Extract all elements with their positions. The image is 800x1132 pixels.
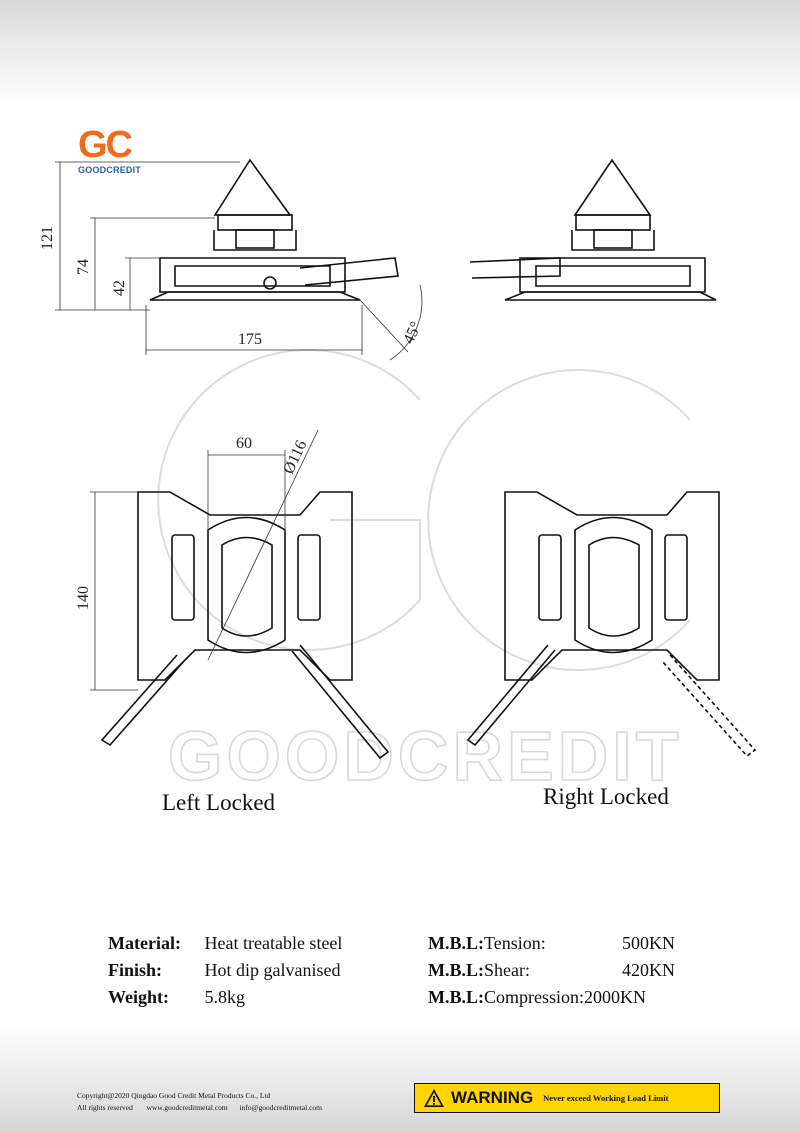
spec-value: Hot dip galvanised (204, 960, 341, 980)
footer-links: All rights reserved www.goodcreditmetal.… (77, 1102, 322, 1114)
handle-left (299, 257, 399, 286)
watermark-g-shape (157, 349, 421, 651)
spec-value: 420KN (622, 960, 675, 980)
ext-line-45 (359, 299, 409, 353)
footer-website[interactable]: www.goodcreditmetal.com (146, 1103, 228, 1112)
grunge-bottom-texture (0, 1022, 800, 1132)
pin-left (263, 276, 277, 290)
spec-label: Compression: (484, 987, 585, 1007)
neck-right (571, 230, 655, 251)
top-dimensions-left (90, 429, 319, 691)
dim-label-height-mid: 74 (75, 259, 92, 275)
dim-label-top-height: 140 (75, 586, 92, 610)
spec-row-material: Material: Heat treatable steel (108, 930, 342, 957)
handle-right-a (466, 644, 556, 747)
specs-left: Material: Heat treatable steel Finish: H… (108, 930, 342, 1011)
dim-label-top-width: 60 (236, 435, 252, 452)
warning-banner: WARNING Never exceed Working Load Limit (414, 1083, 720, 1113)
handle-right (469, 257, 561, 279)
side-view-left (149, 158, 399, 301)
logo-mark: GC (78, 124, 133, 166)
footer: Copyright@2020 Qingdao Good Credit Metal… (77, 1090, 322, 1114)
warning-title: WARNING (451, 1088, 534, 1107)
dim-label-angle: 45° (400, 319, 425, 346)
body-left (159, 257, 346, 293)
base-plate-right (504, 291, 717, 301)
spec-key: Finish: (108, 960, 163, 980)
spec-key: M.B.L: (428, 987, 484, 1007)
spec-value: 500KN (622, 933, 675, 953)
handle-right-b (661, 654, 757, 758)
slot-left-b (297, 534, 321, 621)
footer-email[interactable]: info@goodcreditmetal.com (239, 1103, 322, 1112)
base-plate-left (149, 291, 361, 301)
top-view-left (100, 491, 390, 760)
cone-left (213, 158, 292, 216)
grunge-top-texture (0, 0, 800, 110)
logo-name: GOODCREDIT (78, 165, 142, 175)
spec-label: Shear: (484, 960, 530, 980)
cone-top-right (574, 516, 653, 654)
handle-left-a (100, 654, 186, 747)
spec-key: Material: (108, 933, 181, 953)
watermark-name: GOODCREDIT (168, 717, 682, 795)
neck-window-left (235, 229, 275, 249)
footer-copyright: Copyright@2020 Qingdao Good Credit Metal… (77, 1091, 271, 1100)
spec-row-weight: Weight: 5.8kg (108, 984, 342, 1011)
spec-row-compression: M.B.L:Compression:2000KN (428, 984, 646, 1011)
handle-left-b (291, 644, 390, 760)
dim-line-diameter (207, 429, 319, 661)
body-right (519, 257, 706, 293)
spec-label: Tension: (484, 933, 546, 953)
dim-label-width: 175 (238, 331, 262, 348)
side-dimensions (55, 161, 423, 361)
slot-right-b (664, 534, 688, 621)
spec-key: Weight: (108, 987, 169, 1007)
spec-value: 5.8kg (204, 987, 246, 1007)
cone-inner-right (588, 536, 640, 637)
neck-left (213, 230, 297, 251)
cone-collar-left (217, 214, 293, 231)
frame-left (137, 491, 353, 681)
cone-right (573, 158, 652, 216)
watermark-c-shape (427, 369, 691, 671)
footer-rights: All rights reserved (77, 1103, 133, 1112)
neck-window-right (593, 229, 633, 249)
slot-left-a (171, 534, 195, 621)
warning-text: Never exceed Working Load Limit (543, 1093, 669, 1103)
spec-value: 2000KN (584, 987, 647, 1007)
spec-row-tension: M.B.L:Tension: 500KN (428, 930, 675, 957)
watermark: GOODCREDIT (157, 349, 691, 796)
spec-value: Heat treatable steel (204, 933, 343, 953)
side-view-right (469, 158, 717, 301)
warning-triangle-icon (424, 1089, 444, 1107)
company-logo: GC GOODCREDIT (78, 126, 148, 175)
cone-top-left (207, 516, 286, 654)
top-view-right (466, 491, 757, 758)
caption-right-locked: Right Locked (543, 784, 669, 809)
spec-row-finish: Finish: Hot dip galvanised (108, 957, 342, 984)
dim-label-height-total: 121 (39, 226, 56, 250)
spec-row-shear: M.B.L:Shear: 420KN (428, 957, 675, 984)
spec-key: M.B.L: (428, 933, 484, 953)
specs-right: M.B.L:Tension: 500KN M.B.L:Shear: 420KN … (428, 930, 675, 1011)
caption-left-locked: Left Locked (162, 790, 276, 815)
frame-right (504, 491, 720, 681)
dim-arc-45 (389, 284, 423, 361)
dim-label-height-low: 42 (111, 280, 128, 296)
body-slot-right (535, 265, 691, 287)
cone-collar-right (575, 214, 651, 231)
slot-right-a (538, 534, 562, 621)
body-slot-left (174, 265, 331, 287)
cone-inner-left (221, 536, 273, 637)
spec-key: M.B.L: (428, 960, 484, 980)
